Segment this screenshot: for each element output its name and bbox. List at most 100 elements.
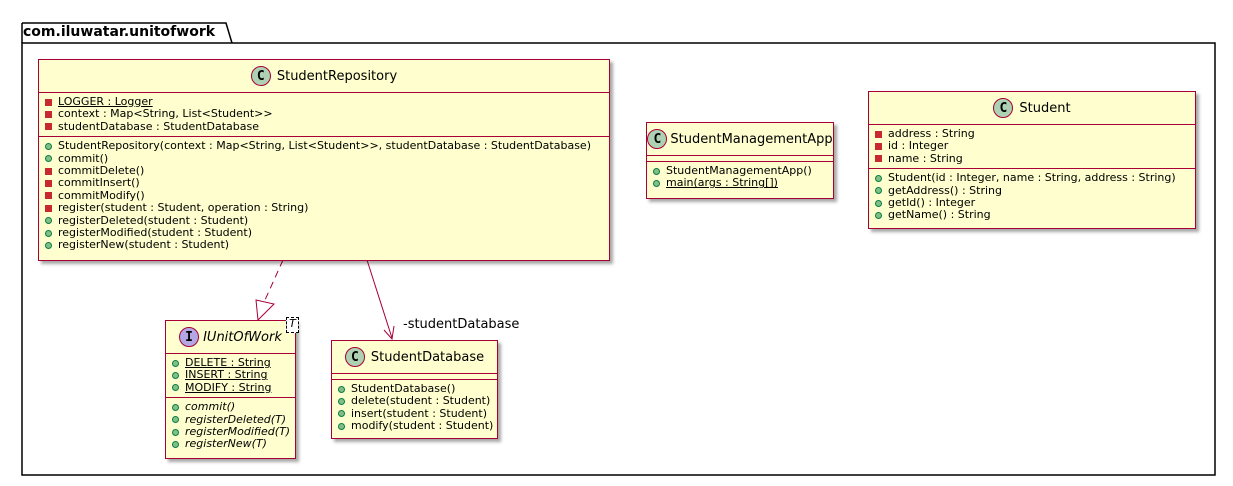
private-marker-icon (875, 143, 882, 151)
public-marker-icon (875, 174, 882, 182)
private-marker-icon (45, 123, 52, 131)
public-marker-icon (338, 422, 345, 430)
field: studentDatabase : StudentDatabase (39, 120, 609, 133)
methods-section: Student(id : Integer, name : String, add… (869, 169, 1195, 225)
public-marker-icon (875, 212, 882, 220)
method: registerNew(student : Student) (39, 238, 609, 251)
public-marker-icon (45, 142, 52, 150)
class-name: StudentRepository (276, 68, 398, 84)
methods-section: StudentDatabase() delete(student : Stude… (332, 380, 497, 436)
field: MODIFY : String (166, 381, 295, 394)
private-marker-icon (875, 155, 882, 163)
public-marker-icon (172, 359, 179, 367)
method: register(student : Student, operation : … (39, 201, 609, 214)
public-marker-icon (45, 155, 52, 163)
public-marker-icon (338, 398, 345, 406)
public-marker-icon (172, 428, 179, 436)
field: LOGGER : Logger (39, 95, 609, 108)
field: name : String (869, 152, 1195, 165)
method: registerDeleted(student : Student) (39, 214, 609, 227)
public-marker-icon (172, 372, 179, 380)
class-name: IUnitOfWork (203, 329, 282, 345)
class-header: C StudentRepository (39, 60, 609, 93)
interface-iunit-of-work[interactable]: T I IUnitOfWork DELETE : String INSERT :… (165, 317, 299, 459)
methods-section: StudentRepository(context : Map<String, … (39, 137, 609, 255)
method: Student(id : Integer, name : String, add… (869, 171, 1195, 184)
public-marker-icon (172, 384, 179, 392)
realization-arrowhead (255, 299, 275, 322)
class-student-repository[interactable]: C StudentRepository LOGGER : Logger cont… (38, 59, 610, 261)
class-type-icon: C (647, 129, 668, 149)
class-student[interactable]: C Student address : String id : Integer … (868, 91, 1196, 229)
methods-section: commit() registerDeleted(T) registerModi… (166, 398, 295, 454)
association-arrowhead (383, 325, 395, 341)
public-marker-icon (172, 441, 179, 449)
public-marker-icon (172, 416, 179, 424)
fields-section (332, 374, 497, 380)
fields-section: DELETE : String INSERT : String MODIFY :… (166, 354, 295, 399)
method: getId() : Integer (869, 196, 1195, 209)
field: address : String (869, 127, 1195, 140)
class-name: StudentManagementApp (670, 131, 833, 147)
public-marker-icon (45, 217, 52, 225)
public-marker-icon (653, 167, 660, 175)
package-tab (22, 22, 233, 44)
class-type-icon: C (993, 98, 1014, 118)
private-marker-icon (45, 192, 52, 200)
private-marker-icon (875, 130, 882, 138)
method: main(args : String[]) (647, 176, 833, 189)
field: id : Integer (869, 139, 1195, 152)
realization-line (264, 259, 284, 301)
public-marker-icon (172, 403, 179, 411)
method: commitModify() (39, 189, 609, 202)
method: commit() (166, 400, 295, 413)
association-label: -studentDatabase (403, 317, 520, 332)
fields-section: LOGGER : Logger context : Map<String, Li… (39, 93, 609, 138)
private-marker-icon (45, 98, 52, 106)
type-parameter: T (286, 317, 299, 333)
class-name: StudentDatabase (370, 349, 485, 365)
method: commit() (39, 152, 609, 165)
method: registerModified(student : Student) (39, 226, 609, 239)
method: StudentManagementApp() (647, 164, 833, 177)
fields-section: address : String id : Integer name : Str… (869, 125, 1195, 170)
method: StudentRepository(context : Map<String, … (39, 139, 609, 152)
class-student-management-app[interactable]: C StudentManagementApp StudentManagement… (646, 122, 834, 199)
field: context : Map<String, List<Student>> (39, 107, 609, 120)
method: registerNew(T) (166, 437, 295, 450)
public-marker-icon (875, 187, 882, 195)
method: insert(student : Student) (332, 407, 497, 420)
package-name: com.iluwatar.unitofwork (23, 24, 216, 40)
class-header: C Student (869, 92, 1195, 125)
method: getName() : String (869, 208, 1195, 221)
method: commitInsert() (39, 176, 609, 189)
method: registerDeleted(T) (166, 413, 295, 426)
class-header: I IUnitOfWork (166, 321, 295, 354)
public-marker-icon (653, 180, 660, 188)
public-marker-icon (338, 385, 345, 393)
method: registerModified(T) (166, 425, 295, 438)
public-marker-icon (338, 410, 345, 418)
association-line (366, 259, 393, 339)
method: modify(student : Student) (332, 419, 497, 432)
field: INSERT : String (166, 368, 295, 381)
private-marker-icon (45, 180, 52, 188)
class-type-icon: C (344, 347, 365, 367)
public-marker-icon (45, 229, 52, 237)
interface-type-icon: I (179, 327, 200, 347)
class-student-database[interactable]: C StudentDatabase StudentDatabase() dele… (331, 340, 498, 439)
method: commitDelete() (39, 164, 609, 177)
class-header: C StudentDatabase (332, 341, 497, 374)
public-marker-icon (875, 199, 882, 207)
class-name: Student (1019, 100, 1071, 116)
class-header: C StudentManagementApp (647, 123, 833, 156)
methods-section: StudentManagementApp() main(args : Strin… (647, 162, 833, 193)
method: delete(student : Student) (332, 394, 497, 407)
private-marker-icon (45, 167, 52, 175)
public-marker-icon (45, 241, 52, 249)
class-type-icon: C (250, 66, 271, 86)
method: StudentDatabase() (332, 382, 497, 395)
field: DELETE : String (166, 356, 295, 369)
method: getAddress() : String (869, 184, 1195, 197)
private-marker-icon (45, 204, 52, 212)
